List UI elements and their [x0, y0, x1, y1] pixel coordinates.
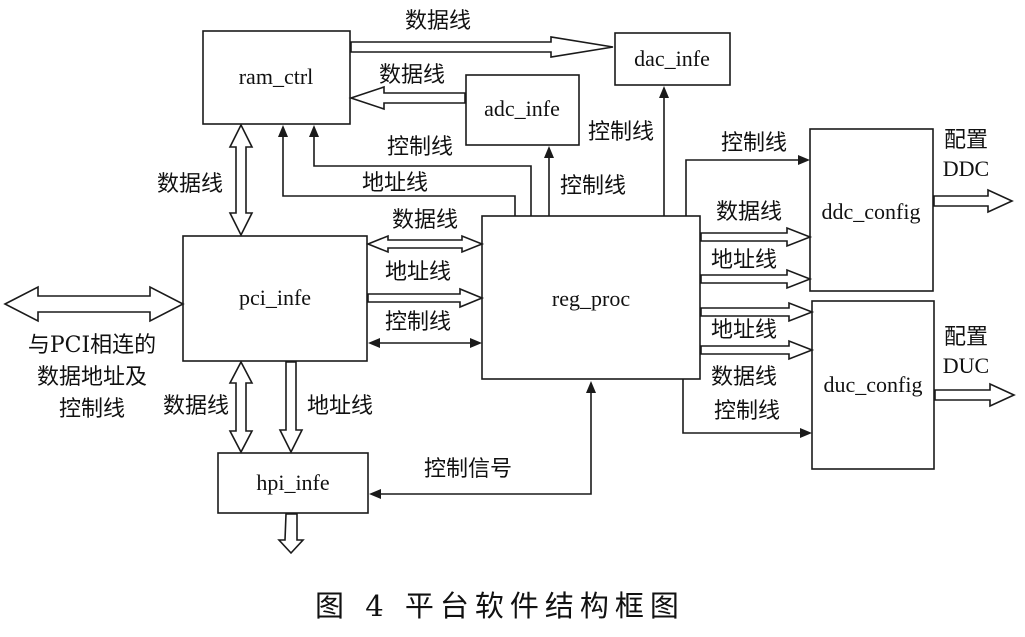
arrow-pci-hpi-address — [278, 361, 304, 454]
label-ram-address: 地址线 — [362, 171, 428, 196]
label-adc-control: 控制线 — [560, 174, 626, 199]
block-hpi-infe: hpi_infe — [217, 452, 369, 514]
block-label-dac-infe: dac_infe — [634, 46, 710, 71]
arrowhead-ram-address — [278, 125, 288, 137]
label-ram-pci-data: 数据线 — [157, 172, 223, 197]
arrow-pci-reg-data — [365, 234, 485, 254]
label-pci-external-2: 数据地址及 — [37, 365, 147, 390]
label-duc-control: 控制线 — [714, 399, 780, 424]
label-pci-hpi-data: 数据线 — [163, 394, 229, 419]
figure-caption: 图 4 平台软件结构框图 — [315, 589, 685, 623]
label-pci-reg-data: 数据线 — [392, 208, 458, 233]
arrow-ram-pci-data — [228, 123, 254, 237]
arrowhead-dac-control — [659, 86, 669, 98]
label-config-ddc-2: DDC — [943, 156, 989, 181]
label-dac-control: 控制线 — [588, 120, 654, 145]
arrow-pci-reg-address — [367, 287, 485, 309]
arrowhead-adc-control — [544, 146, 554, 158]
label-pci-external-3: 控制线 — [59, 397, 125, 422]
block-duc-config: duc_config — [811, 300, 935, 470]
block-label-ram-ctrl: ram_ctrl — [239, 64, 314, 89]
block-label-hpi-infe: hpi_infe — [256, 470, 329, 495]
label-config-ddc-1: 配置 — [944, 128, 988, 153]
block-adc-infe: adc_infe — [465, 74, 580, 146]
block-reg-proc: reg_proc — [481, 215, 701, 380]
arrow-duc-output — [934, 382, 1016, 408]
label-pci-reg-control: 控制线 — [385, 310, 451, 335]
line-reg-ram-control — [313, 136, 532, 216]
line-reg-ram-address — [282, 136, 516, 216]
arrow-reg-duc-address — [700, 301, 815, 323]
label-ddc-address: 地址线 — [711, 248, 777, 273]
line-reg-duc-control — [682, 379, 800, 434]
arrow-ddc-output — [933, 188, 1014, 214]
arrow-hpi-output — [277, 513, 305, 555]
arrow-reg-duc-data — [700, 339, 815, 361]
arrowhead-hpi-control-signal — [369, 489, 381, 499]
label-config-duc-2: DUC — [943, 353, 989, 378]
block-label-adc-infe: adc_infe — [484, 96, 560, 121]
label-config-duc-1: 配置 — [944, 325, 988, 350]
line-reg-ddc-control — [685, 159, 798, 216]
label-pci-external-1: 与PCI相连的 — [28, 333, 156, 358]
arrow-reg-ddc-data — [700, 226, 813, 248]
line-hpi-reg-control-signal — [381, 393, 592, 495]
label-ddc-control: 控制线 — [721, 131, 787, 156]
block-ram-ctrl: ram_ctrl — [202, 30, 351, 125]
block-ddc-config: ddc_config — [809, 128, 934, 292]
block-label-pci-infe: pci_infe — [239, 285, 311, 310]
label-pci-reg-address: 地址线 — [385, 260, 451, 285]
arrowhead-reg-control-signal — [586, 381, 596, 393]
arrowhead-ram-control — [309, 125, 319, 137]
label-ddc-data: 数据线 — [716, 200, 782, 225]
block-label-reg-proc: reg_proc — [552, 286, 630, 311]
label-ram-control: 控制线 — [387, 135, 453, 160]
arrow-adc-to-ram-data — [348, 85, 466, 111]
arrow-pci-hpi-data — [228, 360, 254, 454]
block-dac-infe: dac_infe — [614, 32, 731, 86]
arrowhead-ddc-control — [798, 155, 810, 165]
block-pci-infe: pci_infe — [182, 235, 368, 362]
arrowhead-pci-control-left — [368, 338, 380, 348]
label-duc-address: 地址线 — [711, 318, 777, 343]
block-label-duc-config: duc_config — [824, 372, 923, 397]
arrow-ram-to-dac-data — [350, 36, 614, 58]
label-pci-hpi-address: 地址线 — [307, 394, 373, 419]
arrowhead-duc-control — [800, 428, 812, 438]
arrow-reg-ddc-address — [700, 268, 813, 290]
block-label-ddc-config: ddc_config — [822, 199, 921, 224]
label-duc-data: 数据线 — [711, 365, 777, 390]
label-control-signal: 控制信号 — [424, 457, 512, 482]
arrow-external-pci — [3, 285, 185, 323]
arrowhead-pci-control-right — [470, 338, 482, 348]
label-adc-ram-data: 数据线 — [379, 63, 445, 88]
label-ram-dac-data: 数据线 — [405, 9, 471, 34]
